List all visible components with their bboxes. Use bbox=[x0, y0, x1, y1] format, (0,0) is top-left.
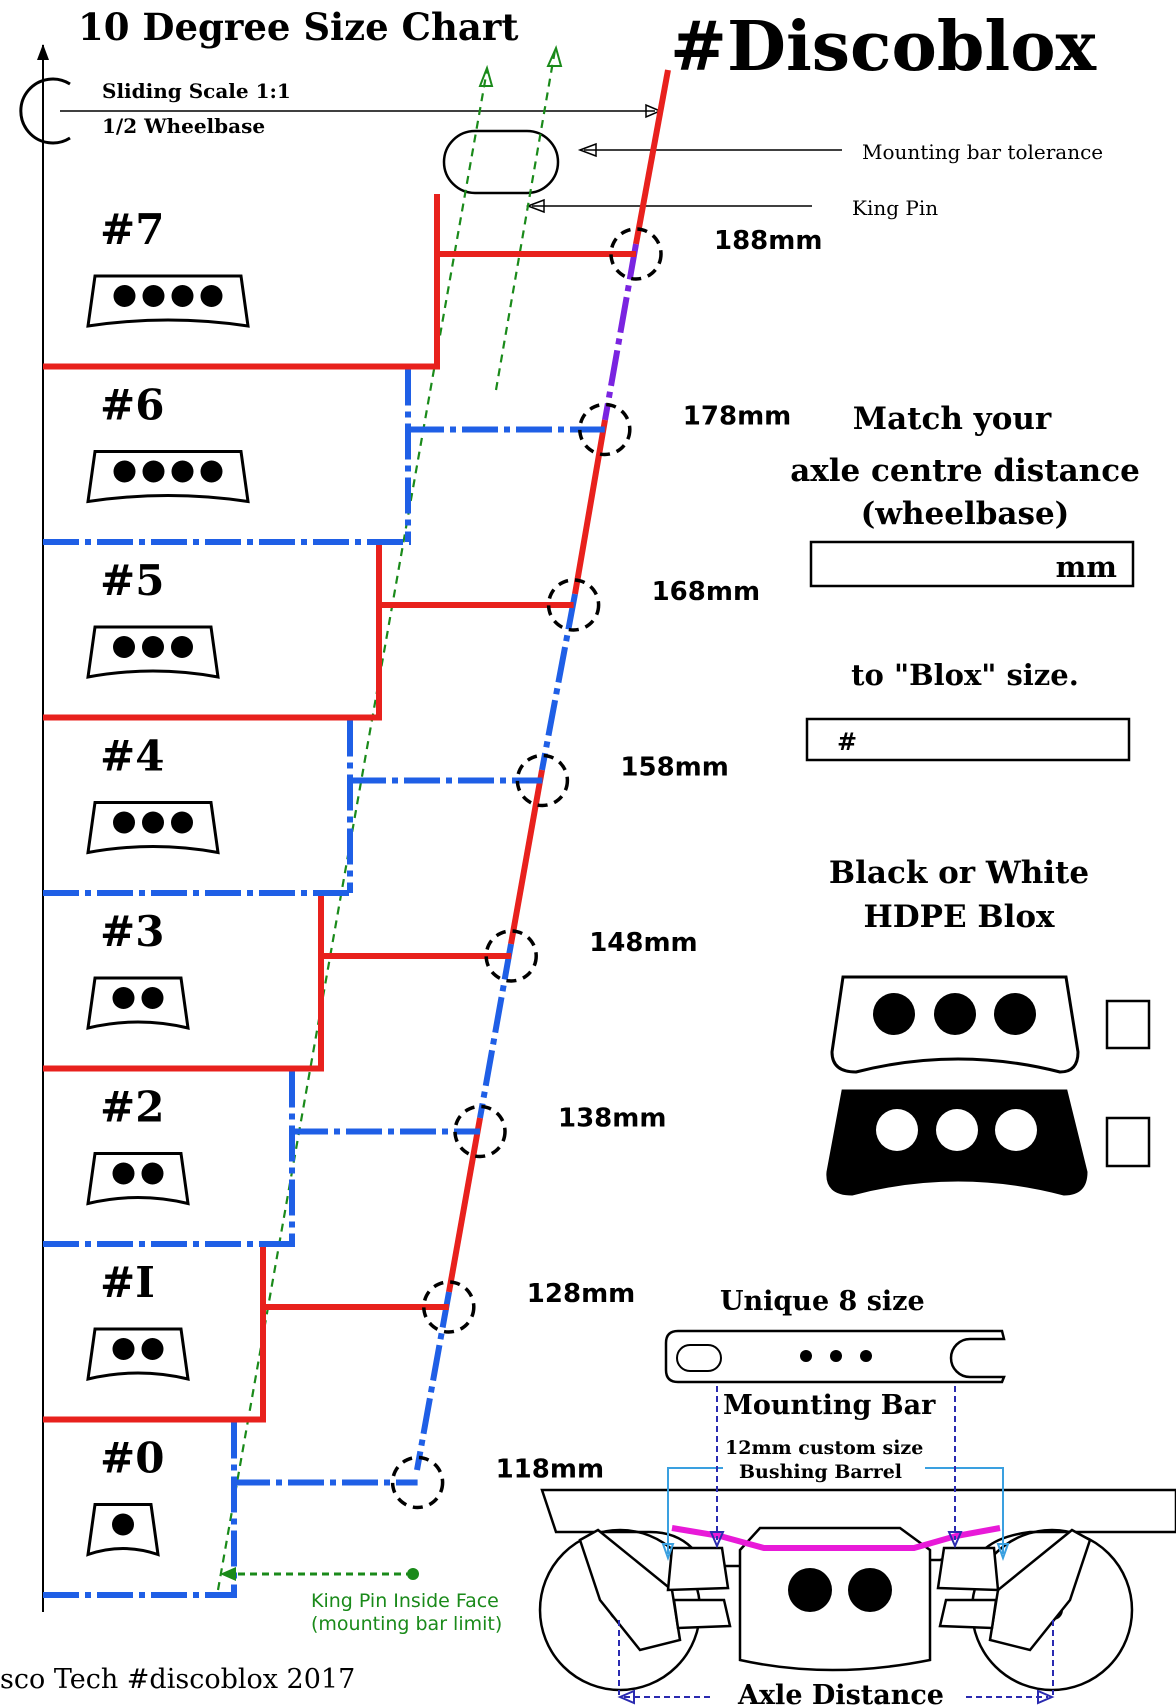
blox-icon bbox=[86, 1152, 190, 1206]
centerline-icon bbox=[19, 44, 71, 1612]
blox-icon bbox=[86, 976, 190, 1030]
axle-marker bbox=[609, 227, 663, 281]
wheelbase-label: 188mm bbox=[714, 226, 822, 256]
wheelbase-label: 128mm bbox=[527, 1279, 635, 1309]
ten-degree-line bbox=[414, 69, 671, 1471]
bushing-callout-lines bbox=[661, 1467, 1010, 1561]
black-blox-checkbox[interactable] bbox=[1105, 1116, 1151, 1168]
size-label: #I bbox=[100, 1258, 155, 1307]
king-pin-label: King Pin bbox=[852, 196, 938, 220]
wheelbase-label: 118mm bbox=[496, 1455, 604, 1485]
size-label: #3 bbox=[100, 907, 164, 956]
size-row: #I 128mm bbox=[43, 1247, 635, 1423]
mounting-bar-label: Mounting Bar bbox=[723, 1390, 936, 1421]
bushing-line-2: Bushing Barrel bbox=[739, 1461, 902, 1483]
color-line-1: Black or White bbox=[829, 855, 1089, 891]
match-line-2: axle centre distance bbox=[790, 453, 1140, 489]
king-pin-inside-face-label: King Pin Inside Face bbox=[311, 1590, 499, 1612]
blox-icon bbox=[86, 274, 250, 328]
tolerance-arrow bbox=[577, 142, 842, 158]
axle-marker bbox=[578, 402, 632, 457]
brand-title: #Discoblox bbox=[670, 7, 1097, 87]
sliding-scale-label: Sliding Scale 1:1 bbox=[102, 79, 291, 103]
wheelbase-label: 148mm bbox=[589, 928, 697, 958]
axle-marker bbox=[390, 1455, 445, 1510]
axle-marker bbox=[484, 929, 538, 983]
half-wheelbase-arrow bbox=[60, 103, 662, 119]
axle-marker bbox=[453, 1104, 507, 1159]
size-row: #5 168mm bbox=[43, 545, 760, 721]
axle-marker bbox=[422, 1280, 476, 1334]
size-rows: #7 188mm #6 178mm #5 168mm #4 158mm #3 148mm #2 138… bbox=[43, 194, 822, 1598]
wheelbase-label: 168mm bbox=[652, 577, 760, 607]
footer-credit: sco Tech #discoblox 2017 bbox=[0, 1664, 355, 1695]
chart-title: 10 Degree Size Chart bbox=[78, 5, 518, 49]
blox-icon bbox=[86, 801, 220, 855]
bushing-line-1: 12mm custom size bbox=[725, 1437, 923, 1459]
unique-size-label: Unique 8 size bbox=[720, 1286, 925, 1317]
size-field-prefix: # bbox=[837, 727, 857, 756]
blox-icon bbox=[86, 1503, 160, 1557]
white-blox-checkbox[interactable] bbox=[1105, 999, 1151, 1050]
mounting-bar-slot-icon bbox=[442, 129, 560, 195]
axle-distance-arrow bbox=[617, 1620, 1055, 1705]
wheelbase-label: 178mm bbox=[683, 402, 791, 432]
blox-icon bbox=[86, 1327, 190, 1381]
to-blox-label: to "Blox" size. bbox=[851, 658, 1079, 692]
king-pin-arrow bbox=[525, 198, 812, 214]
size-label: #4 bbox=[100, 732, 164, 781]
axle-marker bbox=[515, 753, 570, 808]
wheelbase-label: 138mm bbox=[558, 1104, 666, 1134]
blox-size-field[interactable]: # bbox=[805, 717, 1131, 762]
blox-icon bbox=[86, 450, 250, 504]
black-blox-icon bbox=[826, 1089, 1088, 1196]
axle-distance-label: Axle Distance bbox=[737, 1680, 944, 1708]
mounting-bar-icon bbox=[664, 1329, 1006, 1384]
size-label: #7 bbox=[100, 205, 164, 254]
wheelbase-label: 158mm bbox=[620, 753, 728, 783]
half-wheelbase-label: 1/2 Wheelbase bbox=[102, 114, 265, 138]
blox-icon bbox=[86, 625, 220, 679]
axle-marker bbox=[546, 578, 601, 632]
size-row: #4 158mm bbox=[43, 720, 729, 896]
mounting-bar-limit-label: (mounting bar limit) bbox=[311, 1613, 502, 1635]
size-label: #2 bbox=[100, 1083, 164, 1132]
king-pin-guide-lines bbox=[216, 45, 563, 1591]
mm-field-suffix: mm bbox=[1056, 550, 1118, 584]
match-line-1: Match your bbox=[853, 401, 1052, 437]
wheelbase-mm-field[interactable]: mm bbox=[809, 540, 1135, 588]
size-row: #6 178mm bbox=[43, 369, 791, 545]
size-label: #0 bbox=[100, 1434, 164, 1483]
size-row: #3 148mm bbox=[43, 896, 698, 1072]
size-row: #2 138mm bbox=[43, 1071, 666, 1247]
mounting-bar-tolerance-label: Mounting bar tolerance bbox=[862, 140, 1103, 164]
mounting-bar-drop-arrows bbox=[709, 1386, 963, 1549]
truck-assembly bbox=[538, 1488, 1176, 1692]
size-label: #6 bbox=[100, 381, 164, 430]
size-row: #0 118mm bbox=[43, 1422, 604, 1598]
white-blox-icon bbox=[830, 975, 1080, 1074]
king-pin-inside-face-arrow bbox=[220, 1567, 419, 1581]
color-line-2: HDPE Blox bbox=[863, 899, 1055, 935]
size-row: #7 188mm bbox=[43, 194, 822, 370]
size-label: #5 bbox=[100, 556, 164, 605]
match-line-3: (wheelbase) bbox=[861, 496, 1070, 532]
